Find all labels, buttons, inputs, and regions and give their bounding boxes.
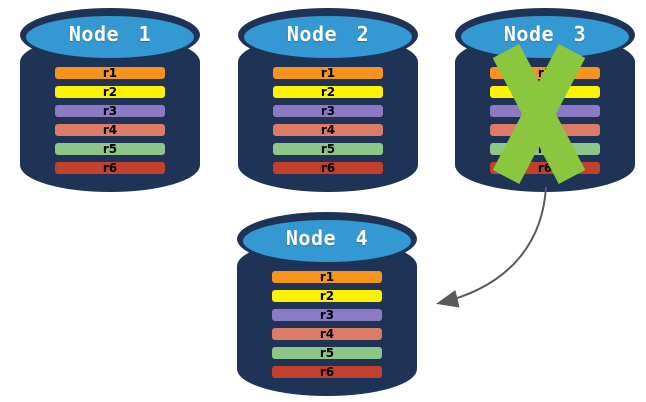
node-2-row-r5: r5 [271,141,385,157]
node-3-title: Node 3 [503,21,587,46]
node-2-row-r2: r2 [271,84,385,100]
node-4-row-r1: r1 [270,269,384,285]
node-1-title: Node 1 [68,21,152,46]
node-4-row-r5: r5 [270,345,384,361]
node-4-rows: r1 r2 r3 r4 r5 r6 [270,269,384,383]
node-4-top-face [243,220,411,262]
node-1-row-r5: r5 [53,141,167,157]
node-2-top-face [244,16,412,58]
node-4-row-r3: r3 [270,307,384,323]
node-1-row-r3: r3 [53,103,167,119]
node-2-cylinder: Node 2 r1 r2 r3 r4 r5 r6 [238,8,418,192]
node-1-top-face [26,16,194,58]
node-4-row-r6: r6 [270,364,384,380]
node-2-row-r6: r6 [271,160,385,176]
node-1-row-r2: r2 [53,84,167,100]
failover-arrow-path [436,186,547,308]
node-2-title: Node 2 [286,21,370,46]
node-3-top-face [461,16,629,58]
node-4-row-r2: r2 [270,288,384,304]
node-2-row-r1: r1 [271,65,385,81]
node-2-row-r3: r3 [271,103,385,119]
failure-x-icon [492,44,586,184]
node-1-rows: r1 r2 r3 r4 r5 r6 [53,65,167,179]
node-1-row-r4: r4 [53,122,167,138]
node-1-cylinder: Node 1 r1 r2 r3 r4 r5 r6 [20,8,200,192]
node-2-row-r4: r4 [271,122,385,138]
node-4-title: Node 4 [285,225,369,250]
node-3-cylinder: Node 3 r1 r2 r3 r4 r5 r6 [455,8,635,192]
node-1-row-r6: r6 [53,160,167,176]
node-1-row-r1: r1 [53,65,167,81]
node-4-row-r4: r4 [270,326,384,342]
node-2-rows: r1 r2 r3 r4 r5 r6 [271,65,385,179]
node-4-cylinder: Node 4 r1 r2 r3 r4 r5 r6 [237,212,417,396]
